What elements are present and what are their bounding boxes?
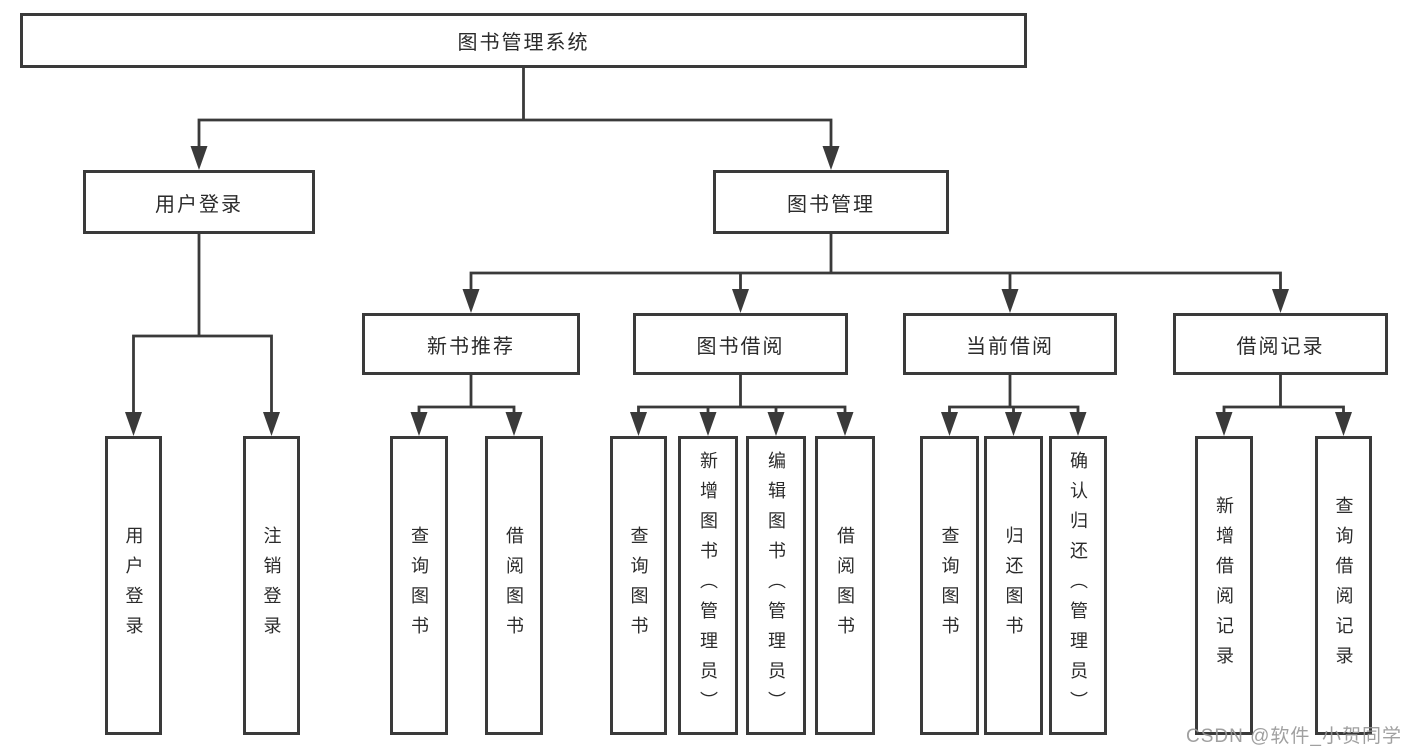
leaf-records-add-record-label: 新增借阅记录	[1214, 495, 1234, 676]
leaf-records-query-record: 查询借阅记录	[1315, 436, 1372, 735]
leaf-recommend-borrow-book-label: 借阅图书	[504, 525, 524, 646]
leaf-recommend-query-book: 查询图书	[390, 436, 448, 735]
node-book-management-label: 图书管理	[787, 193, 875, 216]
watermark: CSDN @软件_小贺同学	[1186, 726, 1402, 747]
connector-root-to-level2	[190, 66, 840, 170]
leaf-user-login: 用户登录	[105, 436, 162, 735]
leaf-recommend-borrow-book: 借阅图书	[485, 436, 543, 735]
node-user-login-label: 用户登录	[155, 193, 243, 216]
leaf-current-confirm-return-admin: 确认归还（管理员）	[1049, 436, 1107, 735]
node-user-login: 用户登录	[83, 170, 315, 234]
connector-new-book-recommend-to-leaves	[410, 373, 523, 436]
leaf-records-add-record: 新增借阅记录	[1195, 436, 1253, 735]
leaf-current-query-book-label: 查询图书	[939, 525, 960, 646]
leaf-user-login-label: 用户登录	[123, 525, 144, 646]
node-new-book-recommend: 新书推荐	[362, 313, 580, 375]
node-book-borrow: 图书借阅	[633, 313, 848, 375]
leaf-logout-label: 注销登录	[261, 525, 282, 646]
leaf-records-query-record-label: 查询借阅记录	[1333, 495, 1354, 676]
leaf-current-confirm-return-admin-label: 确认归还（管理员）	[1068, 450, 1088, 721]
node-book-borrow-label: 图书借阅	[696, 335, 785, 358]
node-borrow-records-label: 借阅记录	[1236, 335, 1325, 358]
node-current-borrow: 当前借阅	[903, 313, 1117, 375]
node-current-borrow-label: 当前借阅	[966, 335, 1054, 358]
leaf-recommend-query-book-label: 查询图书	[409, 525, 429, 646]
connector-book-borrow-to-leaves	[630, 373, 854, 436]
connector-borrow-records-to-leaves	[1215, 373, 1352, 436]
leaf-borrow-edit-book-admin-label: 编辑图书（管理员）	[766, 450, 786, 721]
leaf-current-return-book-label: 归还图书	[1003, 525, 1024, 646]
leaf-borrow-add-book-admin: 新增图书（管理员）	[678, 436, 738, 735]
node-root-label: 图书管理系统	[457, 32, 590, 54]
leaf-borrow-add-book-admin-label: 新增图书（管理员）	[698, 450, 718, 721]
connector-user-login-to-leaves	[125, 232, 280, 436]
connector-book-management-to-level3	[462, 232, 1289, 313]
node-root: 图书管理系统	[20, 13, 1027, 68]
leaf-borrow-borrow-book-label: 借阅图书	[835, 525, 855, 646]
node-book-management: 图书管理	[713, 170, 949, 234]
leaf-borrow-borrow-book: 借阅图书	[815, 436, 875, 735]
leaf-logout: 注销登录	[243, 436, 300, 735]
leaf-current-return-book: 归还图书	[984, 436, 1043, 735]
leaf-borrow-query-book-label: 查询图书	[628, 525, 649, 646]
node-new-book-recommend-label: 新书推荐	[427, 335, 515, 358]
leaf-borrow-edit-book-admin: 编辑图书（管理员）	[746, 436, 806, 735]
leaf-current-query-book: 查询图书	[920, 436, 979, 735]
leaf-borrow-query-book: 查询图书	[610, 436, 667, 735]
connector-current-borrow-to-leaves	[941, 373, 1087, 436]
node-borrow-records: 借阅记录	[1173, 313, 1388, 375]
